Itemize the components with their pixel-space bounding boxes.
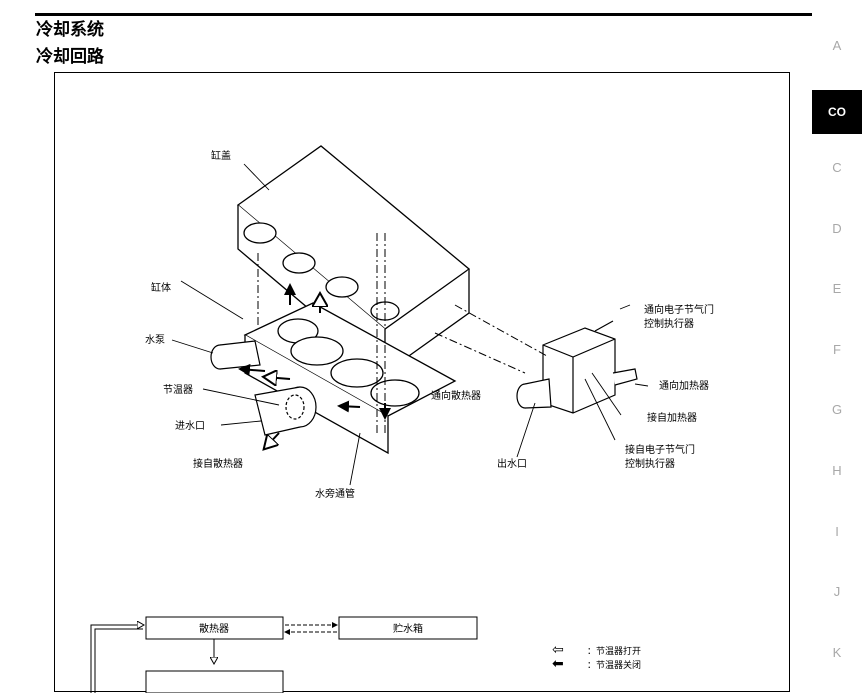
legend-closed-symbol: ⬅ — [552, 656, 564, 672]
tab-g[interactable]: G — [831, 402, 843, 417]
tab-j[interactable]: J — [833, 584, 841, 599]
label-cylinder-head: 缸盖 — [211, 149, 231, 162]
tab-f[interactable]: F — [833, 342, 841, 357]
label-to-heater: 通向加热器 — [659, 379, 709, 392]
next-box — [145, 670, 284, 693]
label-to-throttle-actuator-1: 通向电子节气门 — [644, 303, 714, 316]
leader-lines — [171, 163, 649, 486]
label-from-throttle-actuator-2: 控制执行器 — [625, 457, 675, 470]
label-to-throttle-actuator-2: 控制执行器 — [644, 317, 694, 330]
subsection-title: 冷却回路 — [36, 47, 104, 67]
label-cylinder-block: 缸体 — [151, 281, 171, 294]
connection-lines — [257, 233, 548, 433]
tab-e[interactable]: E — [832, 281, 842, 296]
legend-open-symbol: ⇦ — [552, 642, 564, 658]
reservoir-box — [338, 616, 478, 640]
reservoir-box-label: 贮水箱 — [393, 622, 423, 635]
label-thermostat: 节温器 — [163, 384, 193, 396]
label-bypass-pipe: 水旁通管 — [315, 487, 355, 500]
thermostat-shape — [254, 386, 317, 436]
water-outlet-shape — [516, 320, 638, 414]
tab-h[interactable]: H — [832, 463, 842, 478]
label-water-outlet: 出水口 — [497, 457, 527, 470]
section-tabs: A CO C D E F G H I J K — [812, 15, 862, 674]
label-from-throttle-actuator-1: 接自电子节气门 — [625, 443, 695, 456]
cooling-circuit-figure: 缸盖 缸体 水泵 节温器 进水口 接自散热器 水旁通管 通向散热器 出水口 通向… — [54, 72, 790, 693]
section-title: 冷却系统 — [36, 20, 104, 40]
header-rule — [35, 13, 812, 16]
legend: ⇦ ：节温器打开 ⬅ ：节温器关闭 — [552, 642, 641, 672]
cooling-circuit-diagram: 缸盖 缸体 水泵 节温器 进水口 接自散热器 水旁通管 通向散热器 出水口 通向… — [90, 145, 714, 693]
label-from-heater: 接自加热器 — [647, 411, 697, 424]
tab-i[interactable]: I — [835, 524, 839, 539]
tab-d[interactable]: D — [832, 221, 842, 236]
water-pump-shape — [210, 340, 261, 370]
radiator-box-label: 散热器 — [199, 622, 229, 635]
label-water-pump: 水泵 — [145, 334, 165, 346]
legend-closed-text: ：节温器关闭 — [587, 659, 641, 671]
tab-co[interactable]: CO — [812, 90, 862, 134]
tab-c[interactable]: C — [832, 160, 842, 175]
tab-k[interactable]: K — [832, 645, 842, 660]
flow-chart: 散热器 贮水箱 — [90, 616, 478, 693]
cylinder-block-shape — [243, 302, 457, 455]
tab-a[interactable]: A — [832, 38, 842, 53]
legend-open-text: ：节温器打开 — [587, 645, 641, 657]
label-from-radiator: 接自散热器 — [193, 457, 243, 470]
label-water-inlet: 进水口 — [175, 420, 205, 432]
cylinder-head-shape — [236, 145, 471, 375]
label-to-radiator: 通向散热器 — [431, 389, 481, 402]
